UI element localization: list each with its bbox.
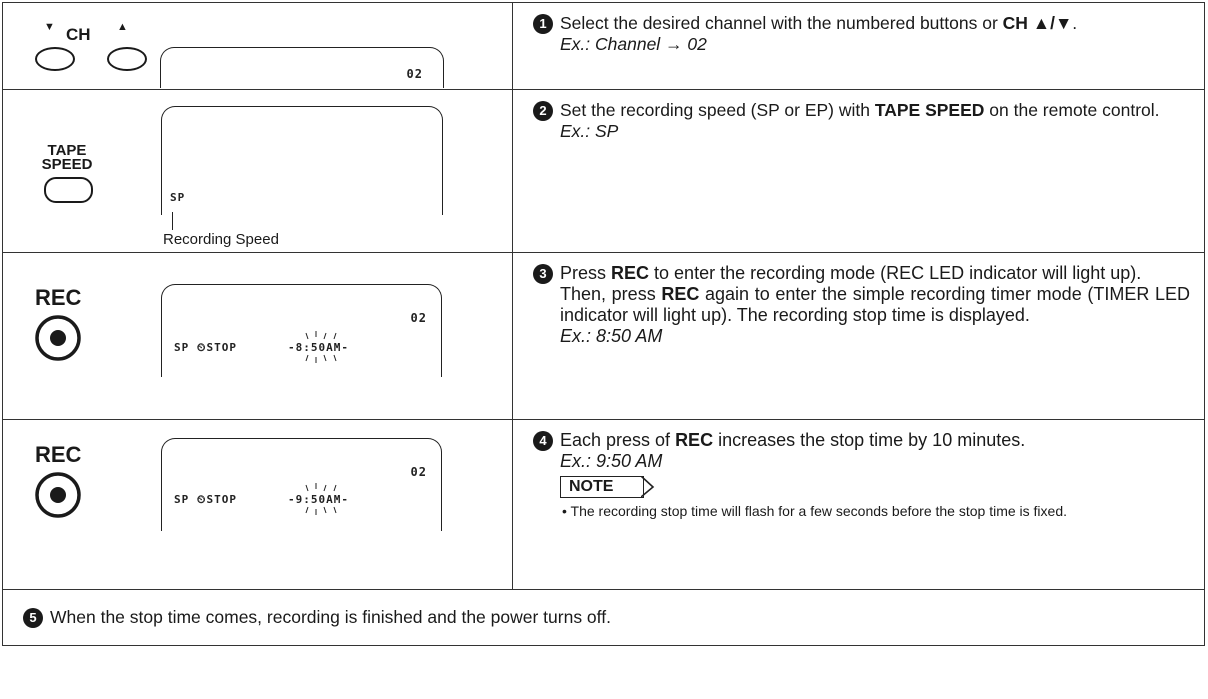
step-3-text-a: Press <box>560 263 612 283</box>
step-row-4: REC 02 SP ⏲STOP -9:50AM- <box>2 419 1205 590</box>
flash-marks-icon <box>305 483 337 515</box>
ch-down-arrow: ▼ <box>44 21 55 33</box>
ch-up-button-icon <box>107 47 147 71</box>
display-screen: 02 SP ⏲STOP -8:50AM- <box>161 284 442 377</box>
step-3-example: Ex.: 8:50 AM <box>560 326 663 346</box>
step-number-5: 5 <box>23 608 43 628</box>
step-3-text-bold: REC <box>611 263 650 283</box>
rec-button-icon <box>35 472 81 518</box>
display-screen: 02 <box>160 47 444 88</box>
step-3-text-c: Then, press <box>560 284 662 304</box>
flash-marks-icon <box>305 331 337 363</box>
recording-speed-callout: Recording Speed <box>163 231 279 248</box>
display-speed: SP <box>170 191 186 204</box>
step-number-1: 1 <box>533 14 553 34</box>
step-1-text-b: . <box>1072 13 1078 33</box>
step-2-text-a: Set the recording speed (SP or EP) with <box>560 100 875 120</box>
display-time: -9:50AM- <box>288 493 349 506</box>
note-arrow-icon <box>641 476 655 498</box>
step-number-4: 4 <box>533 431 553 451</box>
step-row-2: TAPE SPEED SP Recording Speed 2 Set the … <box>2 89 1205 253</box>
display-line: SP ⏲STOP <box>174 341 237 354</box>
steps-table: ▼ CH ▲ 02 1 Select the desired channel w… <box>2 2 1205 646</box>
step-4-example: Ex.: 9:50 AM <box>560 451 663 471</box>
tape-speed-label: TAPE SPEED <box>39 142 95 173</box>
step-4-text: 4 Each press of REC increases the stop t… <box>512 419 1205 590</box>
step-row-5: 5 When the stop time comes, recording is… <box>2 589 1205 646</box>
display-time: -8:50AM- <box>288 341 349 354</box>
display-screen: SP <box>161 106 443 215</box>
step-4-text-a: Each press of <box>560 430 676 450</box>
tape-label-line2: SPEED <box>41 156 93 173</box>
step-3-text-b: to enter the recording mode (REC LED ind… <box>649 263 1142 283</box>
step-3-illustration: REC 02 SP ⏲STOP -8:50AM- <box>2 252 513 420</box>
display-channel: 02 <box>410 465 427 479</box>
tape-label-line1: TAPE <box>47 142 87 159</box>
rec-label: REC <box>35 285 82 310</box>
step-number-2: 2 <box>533 101 553 121</box>
step-2-text-bold: TAPE SPEED <box>874 100 985 120</box>
rec-label: REC <box>35 442 82 467</box>
ch-up-arrow: ▲ <box>117 21 128 33</box>
step-number-3: 3 <box>533 264 553 284</box>
step-1-illustration: ▼ CH ▲ 02 <box>2 2 513 90</box>
step-1-text-a: Select the desired channel with the numb… <box>560 13 1003 33</box>
step-2-illustration: TAPE SPEED SP Recording Speed <box>2 89 513 253</box>
step-3-text-bold2: REC <box>661 284 700 304</box>
rec-button-icon <box>35 315 81 361</box>
step-3-text-d: again to enter the simple recording time… <box>560 284 1191 325</box>
display-channel: 02 <box>410 311 427 325</box>
step-4-text-bold: REC <box>675 430 714 450</box>
ch-down-button-icon <box>35 47 75 71</box>
final-step: 5 When the stop time comes, recording is… <box>2 589 1205 646</box>
step-row-3: REC 02 SP ⏲STOP -8:50AM- <box>2 252 1205 420</box>
final-step-text: When the stop time comes, recording is f… <box>50 607 611 627</box>
note-label: NOTE <box>560 476 655 498</box>
display-screen: 02 SP ⏲STOP -9:50AM- <box>161 438 442 531</box>
ch-label: CH <box>66 25 91 44</box>
step-1-text-bold: CH ▲/▼ <box>1002 13 1073 33</box>
step-2-text: 2 Set the recording speed (SP or EP) wit… <box>512 89 1205 253</box>
step-row-1: ▼ CH ▲ 02 1 Select the desired channel w… <box>2 2 1205 90</box>
callout-line <box>172 212 173 230</box>
step-3-text: 3 Press REC to enter the recording mode … <box>512 252 1205 420</box>
tape-speed-button-icon <box>44 177 93 203</box>
step-4-text-b: increases the stop time by 10 minutes. <box>713 430 1026 450</box>
step-2-example: Ex.: SP <box>560 121 619 141</box>
step-2-text-b: on the remote control. <box>984 100 1160 120</box>
note-text: • The recording stop time will flash for… <box>562 503 1067 519</box>
display-line: SP ⏲STOP <box>174 493 237 506</box>
step-1-example: Ex.: Channel → 02 <box>560 34 707 54</box>
step-1-text: 1 Select the desired channel with the nu… <box>512 2 1205 90</box>
step-4-illustration: REC 02 SP ⏲STOP -9:50AM- <box>2 419 513 590</box>
display-channel: 02 <box>406 67 423 81</box>
